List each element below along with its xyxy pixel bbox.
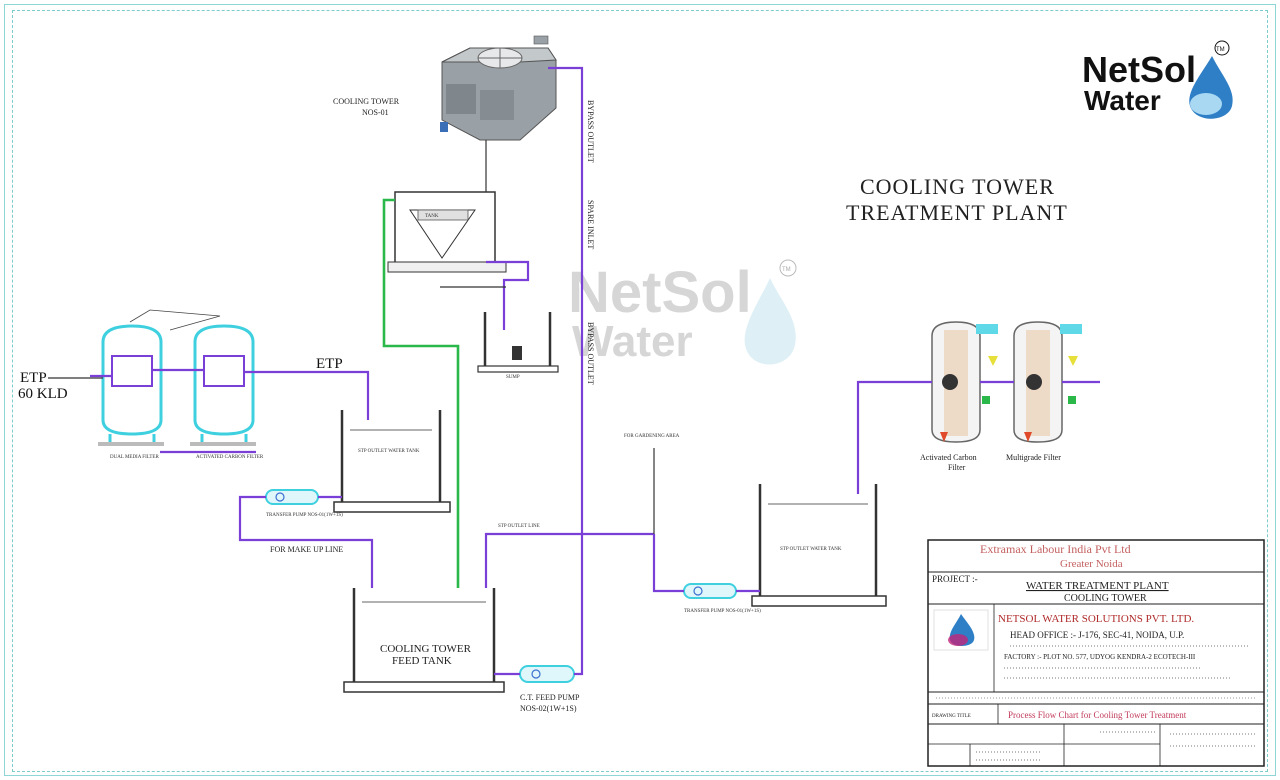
transfer-pump-right: TRANSFER PUMP NOS-01(1W+1S)	[683, 583, 761, 614]
project-line2: COOLING TOWER	[1064, 593, 1147, 604]
cooling-tower-feed-tank: COOLING TOWER FEED TANK	[343, 588, 505, 693]
cooling-tower-nos-label: NOS-01	[362, 108, 389, 117]
stp-outlet-tank-left: STP OUTLET WATER TANK	[333, 410, 451, 513]
sump-tank: SUMP	[477, 312, 559, 380]
etp-mid-label: ETP	[316, 356, 343, 372]
logo-tm-icon	[1214, 40, 1230, 56]
logo-tm: TM	[1216, 47, 1225, 53]
factory-address: FACTORY :- PLOT NO. 577, UDYOG KENDRA-2 …	[1004, 653, 1196, 661]
multigrade-filter: Multigrade Filter	[1006, 321, 1082, 462]
outer-frame	[4, 4, 1276, 776]
spare-inlet-label: SPARE INLET	[586, 200, 595, 249]
stp-outlet-tank-label-right: STP OUTLET WATER TANK	[780, 547, 842, 552]
stp-outlet-tank-label: STP OUTLET WATER TANK	[358, 449, 420, 454]
sidestream-basin: TANK	[387, 191, 507, 273]
multigrade-filter-label: Multigrade Filter	[1006, 453, 1061, 462]
pipelines	[48, 66, 1100, 676]
flow-rate-label: 60 KLD	[18, 386, 68, 402]
dual-media-filter: DUAL MEDIA FILTER	[98, 324, 164, 460]
inner-frame	[12, 10, 1268, 772]
bypass-outlet-top-label: BYPASS OUTLET	[586, 100, 595, 163]
stp-outlet-tank-right: STP OUTLET WATER TANK	[751, 484, 887, 607]
transfer-pump-left: TRANSFER PUMP NOS-01(1W+1S)	[265, 489, 343, 518]
activated-carbon-filter-left: ACTIVATED CARBON FILTER	[190, 324, 264, 460]
logo-net: NetSol	[1082, 49, 1196, 90]
ct-feed-pump-label-2: NOS-02(1W+1S)	[520, 704, 577, 713]
title-block: Extramax Labour India Pvt Ltd Greater No…	[927, 539, 1265, 767]
sump-label: SUMP	[506, 375, 520, 380]
watermark-net: NetSol	[568, 260, 752, 325]
company-logo: NetSol Water TM	[1082, 40, 1233, 119]
stp-outlet-line-label: STP OUTLET LINE	[498, 524, 540, 529]
watermark-drop-icon	[744, 278, 796, 365]
company-name: NETSOL WATER SOLUTIONS PVT. LTD.	[998, 613, 1194, 625]
watermark: NetSol Water TM	[568, 259, 797, 366]
drawing-title-label: DRAWING TITLE	[932, 714, 971, 719]
feed-tank-label-1: COOLING TOWER	[380, 643, 472, 655]
watermark-tm-icon	[779, 259, 797, 277]
transfer-pump-label-left: TRANSFER PUMP NOS-01(1W+1S)	[266, 513, 343, 518]
feed-tank-label-2: FEED TANK	[392, 655, 452, 667]
client-name: Extramax Labour India Pvt Ltd	[980, 542, 1131, 556]
watermark-tm: TM	[782, 267, 791, 273]
project-line1: WATER TREATMENT PLANT	[1026, 580, 1169, 592]
ct-feed-pump: C.T. FEED PUMP NOS-02(1W+1S)	[519, 665, 580, 713]
ct-feed-pump-label-1: C.T. FEED PUMP	[520, 693, 580, 702]
cooling-tower-label: COOLING TOWER	[333, 97, 400, 106]
diagram-title-line1: COOLING TOWER	[860, 174, 1055, 199]
etp-inlet-label: ETP	[20, 370, 47, 386]
gardening-label: FOR GARDENING AREA	[624, 434, 680, 439]
client-location: Greater Noida	[1060, 558, 1123, 570]
basin-tank-label: TANK	[425, 214, 439, 219]
watermark-water: Water	[572, 317, 693, 366]
logo-water: Water	[1084, 85, 1161, 116]
drawing-title: Process Flow Chart for Cooling Tower Tre…	[1008, 710, 1187, 720]
activated-carbon-label-left: ACTIVATED CARBON FILTER	[196, 455, 264, 460]
activated-carbon-label-right-2: Filter	[948, 463, 966, 472]
activated-carbon-label-right-1: Activated Carbon	[920, 453, 977, 462]
dual-media-label: DUAL MEDIA FILTER	[110, 455, 159, 460]
bypass-outlet-mid-label: BYPASS OUTLET	[586, 322, 595, 385]
make-up-line-label: FOR MAKE UP LINE	[270, 545, 343, 554]
transfer-pump-label-right: TRANSFER PUMP NOS-01(1W+1S)	[684, 609, 761, 614]
logo-drop-highlight	[1190, 93, 1222, 115]
head-office: HEAD OFFICE :- J-176, SEC-41, NOIDA, U.P…	[1010, 630, 1184, 640]
diagram-title-line2: TREATMENT PLANT	[846, 200, 1068, 225]
project-label: PROJECT :-	[932, 574, 978, 584]
cooling-tower-unit: COOLING TOWER NOS-01	[333, 35, 557, 141]
activated-carbon-filter-right: Activated Carbon Filter	[920, 321, 998, 472]
